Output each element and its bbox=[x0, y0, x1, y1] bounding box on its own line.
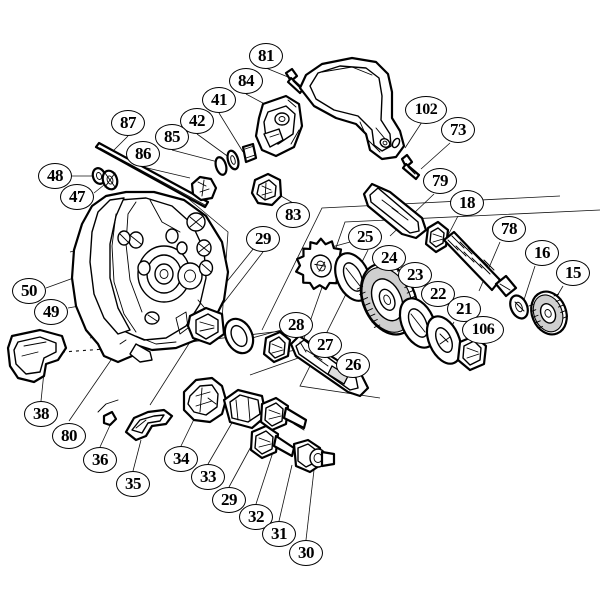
callout-79[interactable]: 79 bbox=[423, 168, 457, 194]
part-42-ring bbox=[226, 149, 240, 171]
part-47-washer bbox=[101, 169, 119, 191]
callout-87[interactable]: 87 bbox=[111, 110, 145, 136]
callout-29-upper[interactable]: 29 bbox=[246, 226, 280, 252]
part-78-worm-screw bbox=[442, 230, 518, 298]
callout-83[interactable]: 83 bbox=[276, 202, 310, 228]
part-21-washer bbox=[425, 315, 463, 365]
part-38-thumb-bar bbox=[6, 328, 68, 384]
callout-29-lower[interactable]: 29 bbox=[212, 487, 246, 513]
part-41-bushing bbox=[241, 142, 258, 164]
callout-18[interactable]: 18 bbox=[450, 190, 484, 216]
callout-49[interactable]: 49 bbox=[34, 299, 68, 325]
part-87-rod bbox=[94, 141, 210, 209]
callout-16[interactable]: 16 bbox=[525, 240, 559, 266]
callout-25[interactable]: 25 bbox=[348, 224, 382, 250]
part-73-screw bbox=[400, 153, 421, 181]
callout-80[interactable]: 80 bbox=[52, 423, 86, 449]
part-18-bearing bbox=[424, 220, 450, 254]
callout-33[interactable]: 33 bbox=[191, 464, 225, 490]
callout-34[interactable]: 34 bbox=[164, 446, 198, 472]
part-handle-arm bbox=[298, 56, 406, 161]
part-36-clip bbox=[97, 399, 119, 427]
callout-106[interactable]: 106 bbox=[462, 316, 504, 344]
part-29-upper-washer bbox=[175, 306, 226, 346]
callout-41[interactable]: 41 bbox=[202, 87, 236, 113]
part-16-washer bbox=[509, 294, 529, 320]
callout-31[interactable]: 31 bbox=[262, 521, 296, 547]
part-84-clutch-block bbox=[254, 94, 304, 158]
callout-84[interactable]: 84 bbox=[229, 68, 263, 94]
part-15-pinion-gear bbox=[528, 290, 569, 336]
callout-47[interactable]: 47 bbox=[60, 184, 94, 210]
part-22-washer bbox=[398, 297, 438, 349]
callout-81[interactable]: 81 bbox=[249, 43, 283, 69]
callout-15[interactable]: 15 bbox=[556, 260, 590, 286]
callout-35[interactable]: 35 bbox=[116, 471, 150, 497]
callout-26[interactable]: 26 bbox=[336, 352, 370, 378]
part-33-32-31-30-shaft-assembly bbox=[222, 388, 336, 474]
part-28-washer bbox=[223, 317, 255, 355]
part-34-ratchet-body bbox=[182, 376, 228, 424]
callout-28[interactable]: 28 bbox=[279, 312, 313, 338]
callout-32[interactable]: 32 bbox=[239, 504, 273, 530]
callout-48[interactable]: 48 bbox=[38, 163, 72, 189]
part-85-seal bbox=[214, 156, 228, 176]
callout-78[interactable]: 78 bbox=[492, 216, 526, 242]
part-79-worm-shaft bbox=[362, 182, 428, 240]
callout-36[interactable]: 36 bbox=[83, 447, 117, 473]
part-81-screw bbox=[284, 67, 305, 95]
callout-85[interactable]: 85 bbox=[155, 124, 189, 150]
part-35-pawl-lever bbox=[124, 408, 174, 442]
part-86-hex-spacer bbox=[190, 175, 218, 202]
part-25-star-gear bbox=[295, 237, 348, 291]
callout-50[interactable]: 50 bbox=[12, 278, 46, 304]
part-80-screw bbox=[119, 339, 127, 345]
callout-102[interactable]: 102 bbox=[405, 96, 447, 124]
part-27-bushing bbox=[262, 330, 292, 364]
part-49-50-side-plate bbox=[70, 190, 230, 364]
callout-38[interactable]: 38 bbox=[24, 401, 58, 427]
callout-86[interactable]: 86 bbox=[126, 141, 160, 167]
callout-30[interactable]: 30 bbox=[289, 540, 323, 566]
part-83-block bbox=[250, 172, 283, 207]
callout-27[interactable]: 27 bbox=[308, 332, 342, 358]
callout-73[interactable]: 73 bbox=[441, 117, 475, 143]
part-102-pin bbox=[391, 137, 401, 149]
